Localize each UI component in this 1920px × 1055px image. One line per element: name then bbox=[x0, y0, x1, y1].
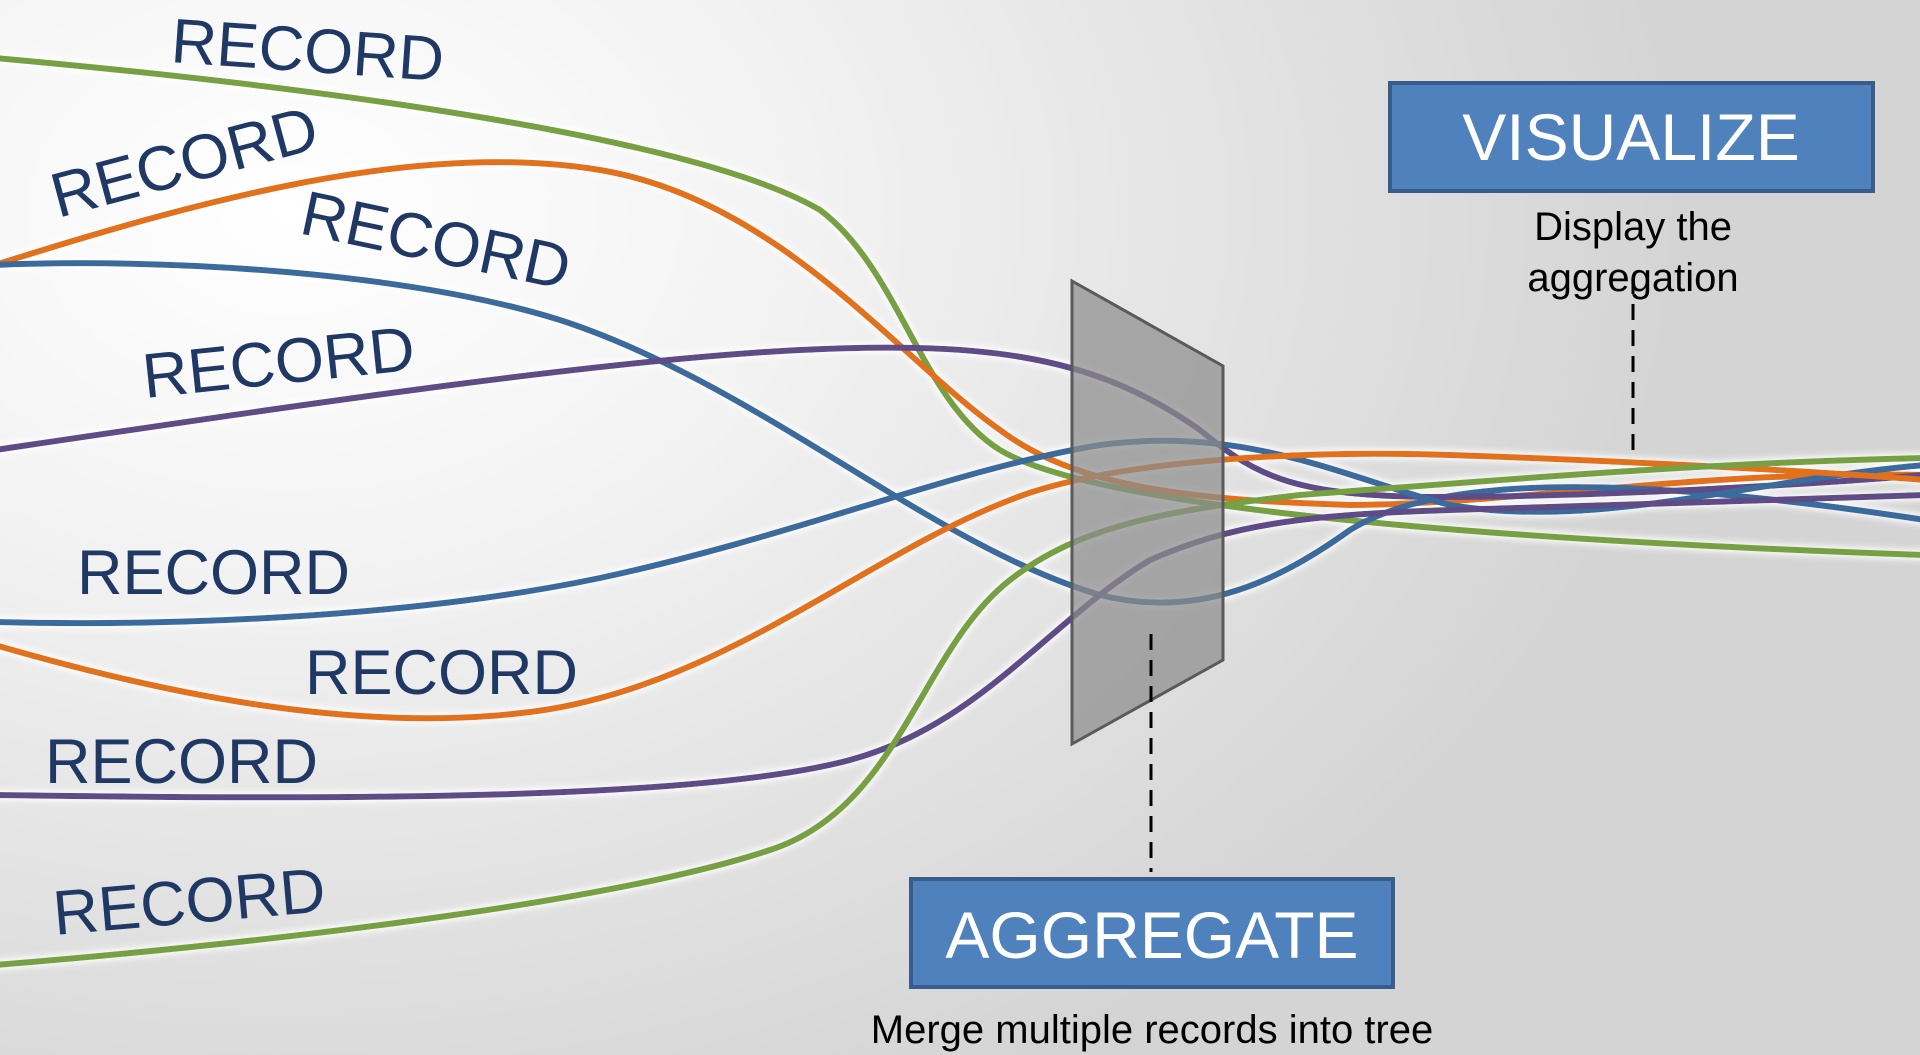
aggregation-filter-plane bbox=[1070, 278, 1225, 747]
record-label: RECORD bbox=[77, 538, 350, 608]
visualize-caption-line1: Display the bbox=[1534, 205, 1732, 249]
aggregate-label: AGGREGATE bbox=[945, 898, 1358, 972]
aggregate-box bbox=[909, 877, 1395, 989]
stream-blue-top bbox=[0, 260, 1920, 606]
record-label: RECORD bbox=[45, 727, 318, 797]
visualize-label: VISUALIZE bbox=[1462, 100, 1799, 174]
stream-green-lower bbox=[0, 455, 1920, 968]
stream-orange-lower bbox=[0, 450, 1920, 722]
stream-green-top bbox=[0, 55, 1920, 558]
record-label: RECORD bbox=[295, 178, 577, 303]
aggregate-caption: Merge multiple records into tree bbox=[871, 1008, 1433, 1052]
record-label: RECORD bbox=[305, 638, 578, 708]
visualize-box bbox=[1388, 81, 1875, 193]
visualize-caption-line2: aggregation bbox=[1527, 256, 1738, 300]
